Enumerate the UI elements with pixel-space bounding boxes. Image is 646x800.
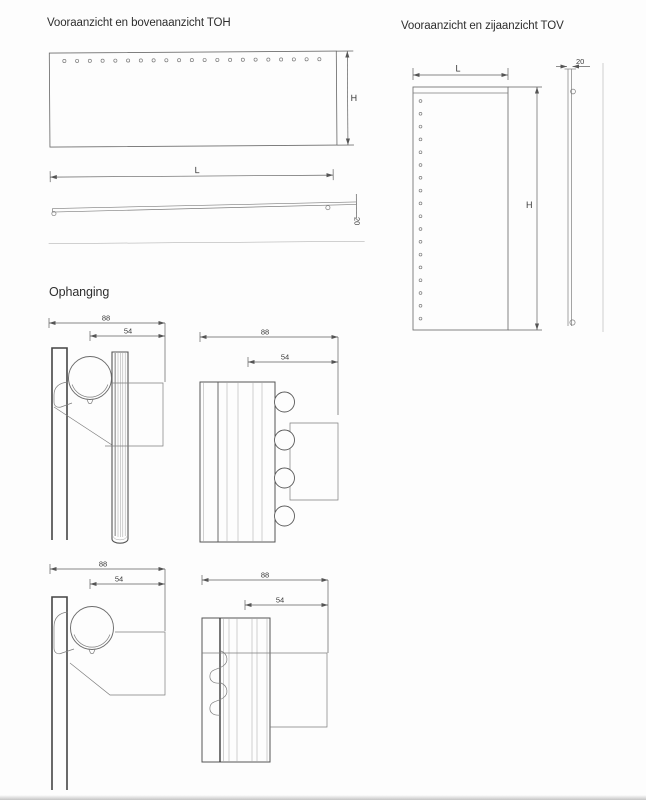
detail1-inner-dimension: 54 <box>89 327 165 341</box>
detail1-outer-dimension: 88 <box>48 314 165 328</box>
toh-depth-dimension: 20 <box>352 193 362 225</box>
wall-profile <box>51 596 68 790</box>
tov-front-and-side-view-drawing: L H <box>412 57 604 332</box>
tov-length-dimension: L <box>412 64 509 80</box>
tov-panel-outline <box>412 86 509 331</box>
toh-height-dimension: H <box>336 50 358 146</box>
bracket-plate <box>105 382 164 447</box>
detail4-inner-dimension: 54 <box>244 596 328 610</box>
dim-label-54: 54 <box>124 327 132 336</box>
dim-label-20: 20 <box>352 217 361 225</box>
dim-label-L: L <box>455 64 460 74</box>
dim-label-20: 20 <box>576 57 584 66</box>
ophanging-section-title: Ophanging <box>49 285 110 299</box>
dim-label-88: 88 <box>261 328 269 337</box>
dim-label-L: L <box>195 165 200 175</box>
tov-side-view-bar <box>564 68 576 326</box>
bracket-diagonal <box>53 406 113 446</box>
hanging-hook-top <box>570 88 576 95</box>
toh-section-title: Vooraanzicht en bovenaanzicht TOH <box>47 17 231 29</box>
bracket-plate <box>202 652 328 728</box>
dim-label-88: 88 <box>99 560 107 569</box>
scan-edge-shadow <box>0 795 646 800</box>
tov-depth-dimension: 20 <box>556 57 590 69</box>
detail3-outer-dimension: 88 <box>49 560 165 574</box>
mounting-rail <box>199 381 276 543</box>
mounting-rail <box>201 617 271 763</box>
bracket-hook <box>53 381 73 408</box>
detail2-inner-dimension: 54 <box>247 353 338 367</box>
bracket-plate <box>289 422 339 501</box>
tov-section-title: Vooraanzicht en zijaanzicht TOV <box>401 20 564 32</box>
wall-profile <box>51 347 68 540</box>
dim-label-54: 54 <box>276 596 284 605</box>
dim-label-88: 88 <box>261 571 269 580</box>
toh-front-and-top-view-drawing: H L 20 <box>48 50 365 244</box>
detail3-inner-dimension: 54 <box>89 575 165 589</box>
radiator-tube-section <box>70 606 114 655</box>
mounting-detail-tov-top: 88 54 <box>49 560 166 790</box>
tov-vent-holes <box>418 99 423 321</box>
radiator-tube-section <box>68 356 112 405</box>
detail4-outer-dimension: 88 <box>201 571 328 585</box>
hanging-hook-left <box>51 211 57 217</box>
mounting-detail-toh-top: 88 54 <box>48 314 166 544</box>
toh-length-dimension: L <box>49 165 334 183</box>
mounting-rail <box>111 351 129 544</box>
dim-label-H: H <box>351 93 358 103</box>
mounting-detail-toh-side: 88 54 <box>199 328 339 543</box>
mounting-detail-tov-side: 88 54 <box>201 571 329 763</box>
radiator-tube-sections <box>274 391 295 527</box>
tube-nub <box>88 649 96 655</box>
toh-vent-holes <box>62 57 322 63</box>
detail2-outer-dimension: 88 <box>199 328 338 342</box>
dim-label-H: H <box>526 200 533 210</box>
wall-reference-line <box>48 241 365 244</box>
tube-nub <box>86 399 94 405</box>
toh-panel-outline <box>48 50 338 148</box>
tov-height-dimension: H <box>508 86 542 331</box>
hanging-hook-bottom <box>569 319 576 326</box>
dim-label-54: 54 <box>281 353 289 362</box>
toh-top-view-bar <box>51 201 357 217</box>
dim-label-54: 54 <box>115 575 123 584</box>
bracket-plate <box>69 631 166 696</box>
bracket-hooks-wavy <box>209 650 228 716</box>
hanging-hook-right <box>325 205 331 211</box>
dim-label-88: 88 <box>102 314 110 323</box>
bracket-hook <box>53 611 75 655</box>
